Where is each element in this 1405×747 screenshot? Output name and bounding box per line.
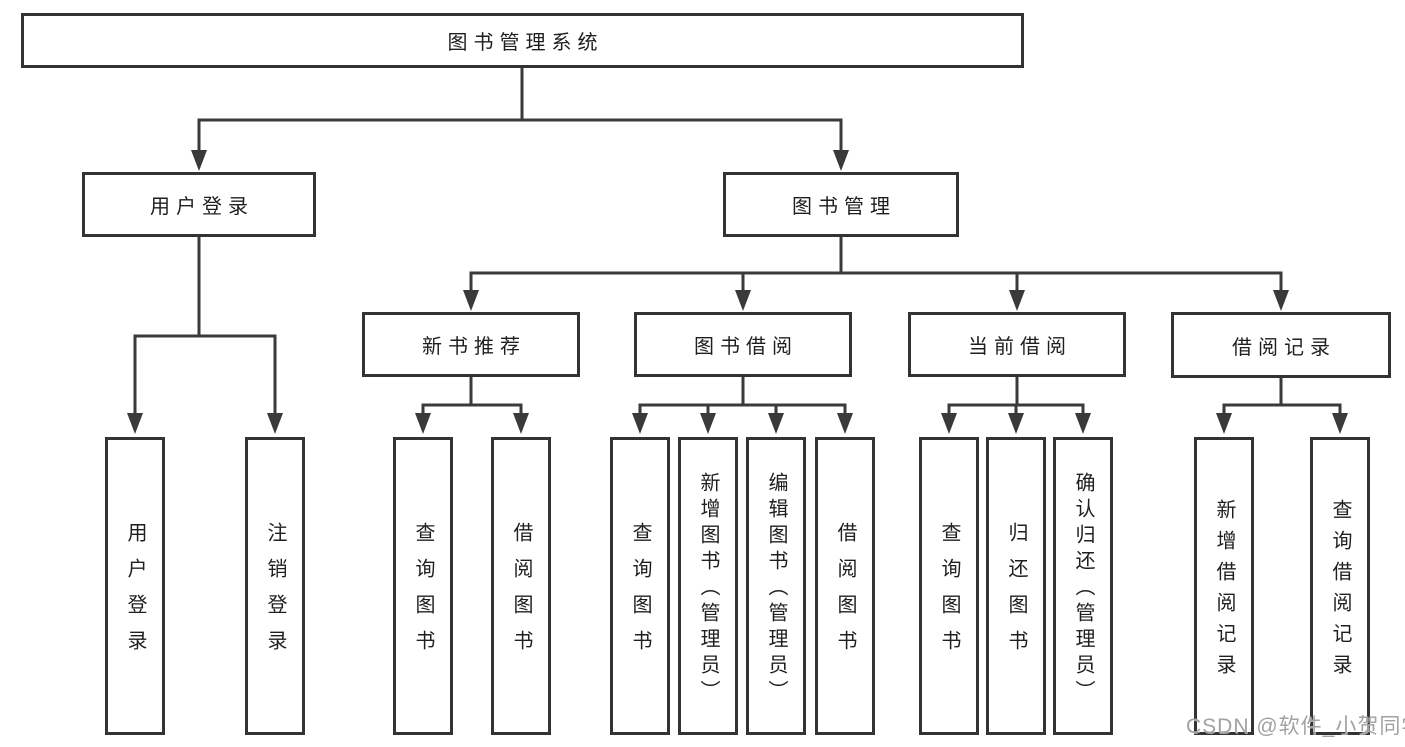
node-query-books: 查询图书 — [393, 437, 453, 735]
node-label: 图书借阅 — [694, 336, 798, 358]
node-borrow-books: 借阅图书 — [815, 437, 875, 735]
node-user-login: 用户登录 — [82, 172, 316, 237]
node-label: 用户登录 — [150, 196, 254, 218]
node-label: 新书推荐 — [422, 336, 526, 358]
node-query-books: 查询图书 — [919, 437, 979, 735]
node-borrowing-records: 借阅记录 — [1171, 312, 1391, 378]
node-add-borrow-record: 新增借阅记录 — [1194, 437, 1254, 735]
node-edit-books-admin: 编辑图书（管理员） — [746, 437, 806, 735]
node-user-login-leaf: 用户登录 — [105, 437, 165, 735]
node-library-management-system: 图书管理系统 — [21, 13, 1024, 68]
csdn-watermark: CSDN @软件_小贺同学 — [1186, 715, 1405, 738]
node-label: 图书管理系统 — [447, 32, 604, 54]
node-current-borrowing: 当前借阅 — [908, 312, 1126, 377]
node-add-books-admin: 新增图书（管理员） — [678, 437, 738, 735]
node-query-borrow-record: 查询借阅记录 — [1310, 437, 1370, 735]
node-label: 当前借阅 — [968, 336, 1072, 358]
node-new-book-recommendation: 新书推荐 — [362, 312, 580, 377]
node-book-borrowing: 图书借阅 — [634, 312, 852, 377]
node-book-management: 图书管理 — [723, 172, 959, 237]
node-return-books: 归还图书 — [986, 437, 1046, 735]
node-logout: 注销登录 — [245, 437, 305, 735]
node-query-books: 查询图书 — [610, 437, 670, 735]
node-confirm-return-admin: 确认归还（管理员） — [1053, 437, 1113, 735]
node-borrow-books: 借阅图书 — [491, 437, 551, 735]
node-label: 借阅记录 — [1232, 336, 1336, 359]
node-label: 图书管理 — [792, 196, 896, 218]
